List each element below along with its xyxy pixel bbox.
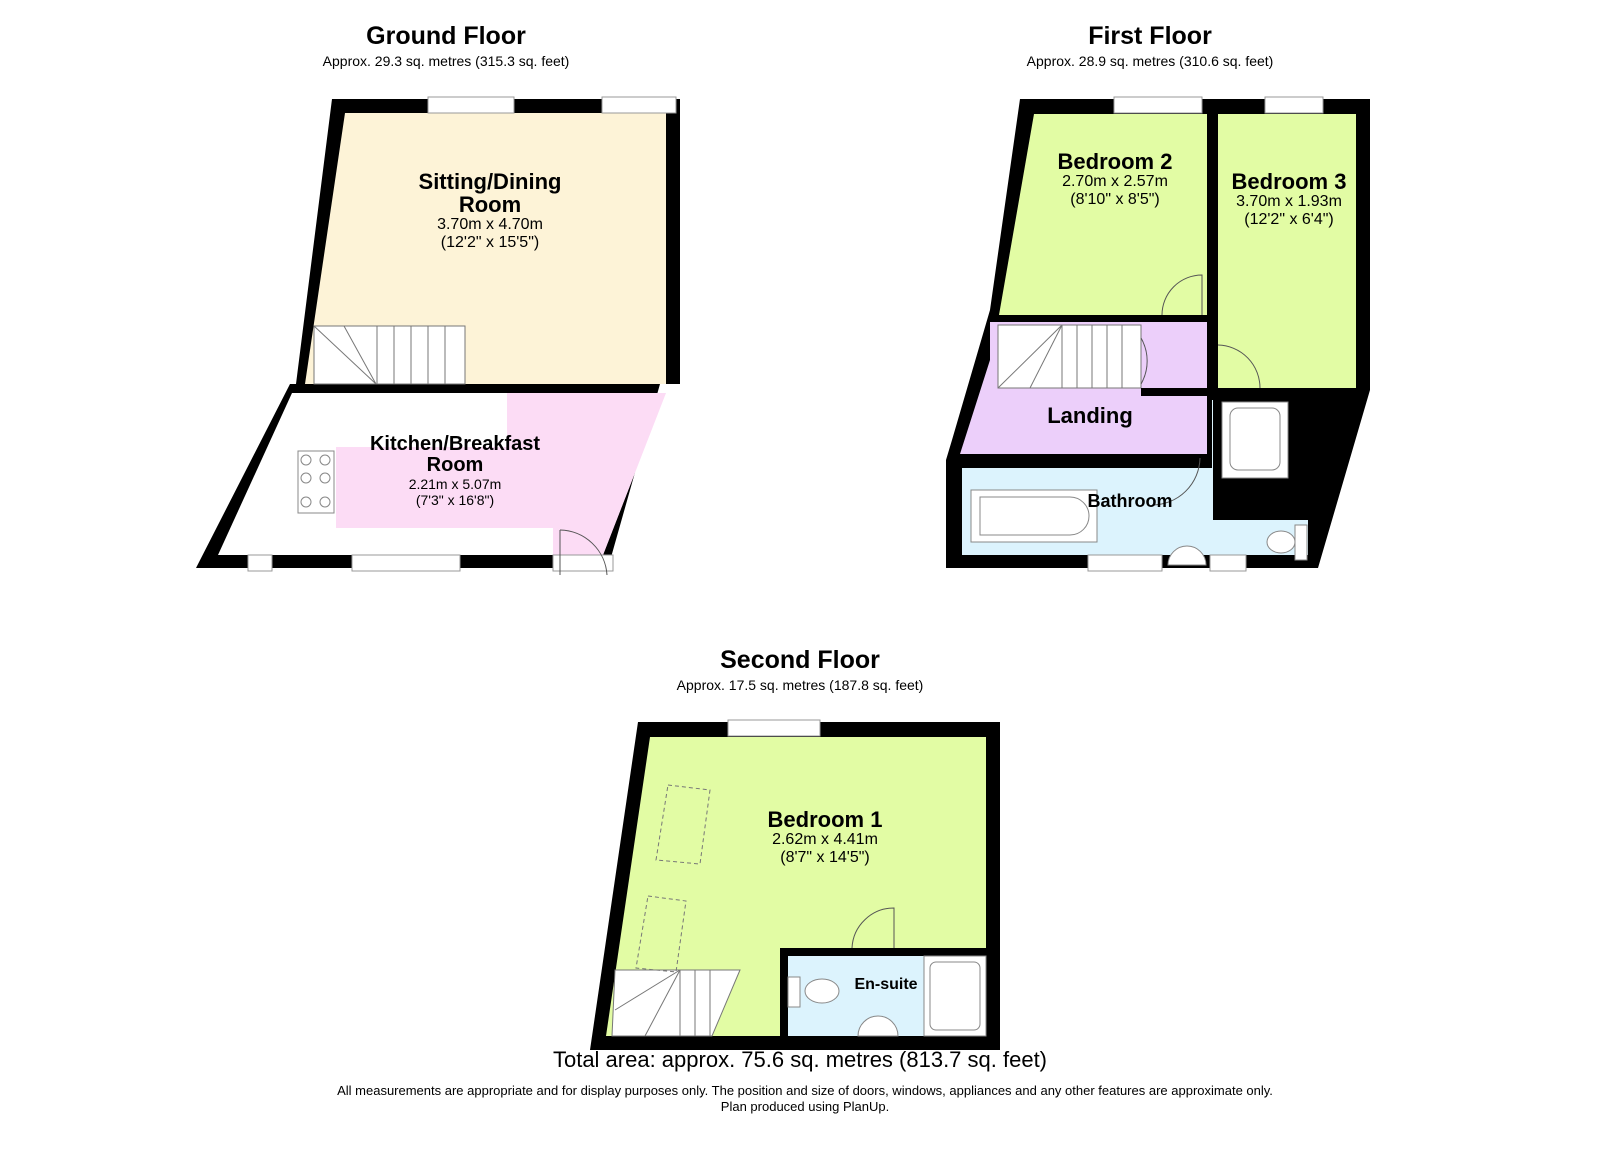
bedroom-1-label: Bedroom 1 2.62m x 4.41m (8'7" x 14'5") xyxy=(740,808,910,867)
room-name: Bathroom xyxy=(1087,491,1173,511)
total-area: Total area: approx. 75.6 sq. metres (813… xyxy=(552,1047,1048,1072)
en-suite-label: En-suite xyxy=(846,976,926,994)
room-name: Bedroom 3 xyxy=(1231,169,1347,194)
room-dimensions-imperial: (8'7" x 14'5") xyxy=(780,849,870,867)
disclaimer: All measurements are appropriate and for… xyxy=(280,1083,1330,1115)
room-dimensions-imperial: (12'2" x 6'4") xyxy=(1244,211,1334,229)
room-dimensions-imperial: (12'2" x 15'5") xyxy=(440,234,540,252)
kitchen-breakfast-room xyxy=(336,393,666,555)
sitting-dining-room-label: Sitting/Dining Room 3.70m x 4.70m (12'2"… xyxy=(380,170,600,252)
second-floor-title: Second Floor xyxy=(720,646,880,674)
room-name: Kitchen/Breakfast xyxy=(369,433,541,455)
sitting-dining-room xyxy=(305,113,666,384)
room-dimensions-imperial: (8'10" x 8'5") xyxy=(1070,191,1160,209)
plan-credit: Plan produced using PlanUp. xyxy=(720,1099,890,1114)
room-name: Room xyxy=(426,454,484,476)
first-floor-plan xyxy=(946,96,1370,572)
ground-floor-plan xyxy=(196,96,680,576)
room-dimensions-metric: 2.70m x 2.57m xyxy=(1062,173,1168,191)
bedroom-3 xyxy=(1218,114,1356,388)
bathroom-label: Bathroom xyxy=(1070,492,1190,511)
bedroom-2 xyxy=(999,114,1207,315)
disclaimer-text: All measurements are appropriate and for… xyxy=(337,1083,1273,1098)
ground-floor-title: Ground Floor xyxy=(366,22,526,50)
room-dimensions-metric: 2.62m x 4.41m xyxy=(772,831,878,849)
room-dimensions-imperial: (7'3" x 16'8") xyxy=(415,492,495,508)
landing-label: Landing xyxy=(1020,404,1160,427)
room-name: Bedroom 1 xyxy=(767,807,883,832)
room-dimensions-metric: 3.70m x 1.93m xyxy=(1236,193,1342,211)
room-dimensions-metric: 2.21m x 5.07m xyxy=(408,476,502,492)
second-floor-plan xyxy=(590,719,1000,1050)
bedroom-3-label: Bedroom 3 3.70m x 1.93m (12'2" x 6'4") xyxy=(1214,170,1364,229)
first-floor-area: Approx. 28.9 sq. metres (310.6 sq. feet) xyxy=(1026,53,1274,69)
ground-floor-area: Approx. 29.3 sq. metres (315.3 sq. feet) xyxy=(322,53,570,69)
room-name: Bedroom 2 xyxy=(1057,149,1173,174)
room-name: Landing xyxy=(1047,403,1133,428)
second-floor-area: Approx. 17.5 sq. metres (187.8 sq. feet) xyxy=(676,677,924,693)
room-name: En-suite xyxy=(854,976,918,993)
room-dimensions-metric: 3.70m x 4.70m xyxy=(437,216,543,234)
first-floor-title: First Floor xyxy=(1088,22,1212,50)
kitchen-breakfast-room-label: Kitchen/Breakfast Room 2.21m x 5.07m (7'… xyxy=(340,433,570,509)
room-name: Room xyxy=(458,192,522,218)
bedroom-2-label: Bedroom 2 2.70m x 2.57m (8'10" x 8'5") xyxy=(1030,150,1200,209)
room-name: Sitting/Dining xyxy=(418,169,562,194)
